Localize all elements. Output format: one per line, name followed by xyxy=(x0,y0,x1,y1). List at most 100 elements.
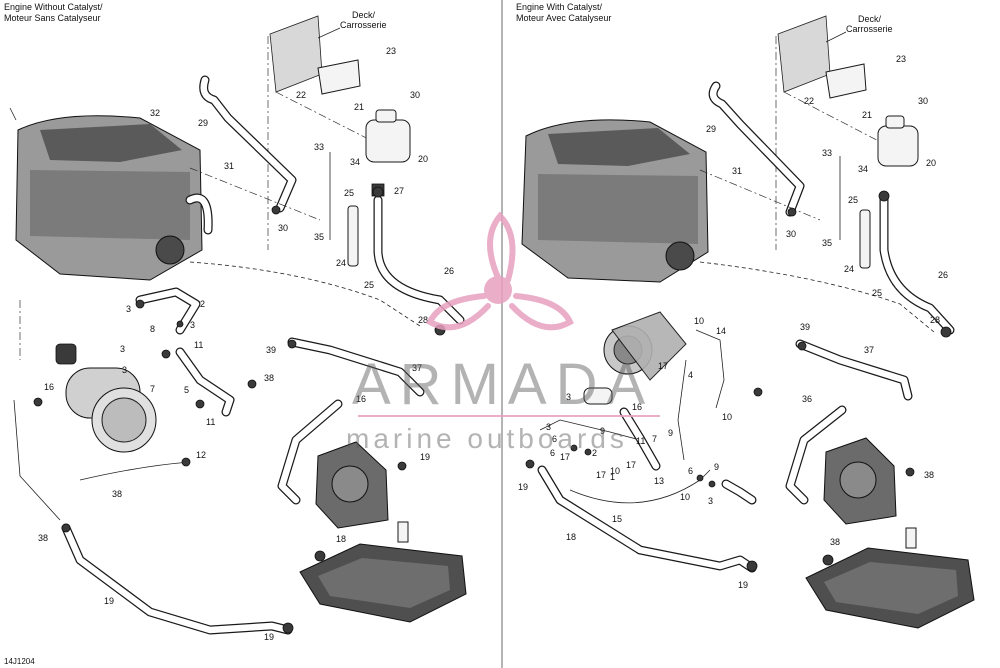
callout-right-21: 36 xyxy=(802,394,812,404)
callout-left-25: 3 xyxy=(122,365,127,375)
callout-left-30: 37 xyxy=(412,363,422,373)
callout-right-47: 18 xyxy=(566,532,576,542)
callout-left-5: 29 xyxy=(198,118,208,128)
callout-left-12: 30 xyxy=(278,223,288,233)
callout-right-37: 13 xyxy=(654,476,664,486)
callout-right-9: 25 xyxy=(848,195,858,205)
callout-right-28: 11 xyxy=(636,436,645,446)
callout-right-20: 39 xyxy=(800,322,810,332)
callout-left-22: 3 xyxy=(120,344,125,354)
right-panel-title-2: Moteur Avec Catalyseur xyxy=(516,13,611,23)
callout-right-31: 3 xyxy=(546,422,551,432)
figure-code: 14J1204 xyxy=(4,657,35,666)
propeller-logo xyxy=(426,211,574,331)
callout-left-17: 28 xyxy=(418,315,428,325)
callout-right-34: 17 xyxy=(596,470,606,480)
callout-left-2: 21 xyxy=(354,102,364,112)
callout-right-27: 9 xyxy=(600,426,605,436)
callout-right-17: 14 xyxy=(716,326,726,336)
callout-right-4: 29 xyxy=(706,124,716,134)
callout-right-40: 9 xyxy=(714,462,719,472)
left-panel-title-2: Moteur Sans Catalyseur xyxy=(4,13,101,23)
callout-right-38: 7 xyxy=(652,434,657,444)
callout-right-15: 28 xyxy=(930,315,940,325)
callout-left-6: 33 xyxy=(314,142,324,152)
callout-right-39: 17 xyxy=(626,460,636,470)
watermark-brand: ARMADA xyxy=(352,352,654,417)
callout-right-10: 30 xyxy=(786,229,796,239)
callout-left-13: 35 xyxy=(314,232,324,242)
right-panel-title-1: Engine With Catalyst/ xyxy=(516,2,603,12)
expansion-tank-left xyxy=(365,119,411,163)
callout-right-25: 6 xyxy=(552,434,557,444)
callout-right-23: 10 xyxy=(722,412,732,422)
callout-left-16: 26 xyxy=(444,266,454,276)
callout-left-19: 2 xyxy=(200,299,205,309)
armada-watermark: ARMADA marine outboards xyxy=(346,211,660,454)
deck-panel-right xyxy=(777,15,831,93)
callout-right-3: 30 xyxy=(918,96,928,106)
callout-right-30: 6 xyxy=(550,448,555,458)
callout-right-14: 26 xyxy=(938,270,948,280)
catalyst-right xyxy=(583,311,687,405)
callout-right-16: 10 xyxy=(694,316,704,326)
deck-panel-left xyxy=(269,15,323,93)
callout-right-35: 10 xyxy=(610,466,620,476)
callout-left-32: 16 xyxy=(356,394,366,404)
right-assembly: Deck/ Carrosserie xyxy=(521,14,975,629)
callout-left-15: 25 xyxy=(364,280,374,290)
callout-right-19: 4 xyxy=(688,370,693,380)
callout-left-0: 23 xyxy=(386,46,396,56)
callout-right-46: 15 xyxy=(612,514,622,524)
ride-plate-left xyxy=(299,543,467,623)
deck-label-right-2: Carrosserie xyxy=(846,24,893,34)
callout-left-8: 20 xyxy=(418,154,428,164)
engine-right xyxy=(521,119,709,283)
callout-right-8: 31 xyxy=(732,166,742,176)
callout-right-24: 3 xyxy=(566,392,571,402)
callout-left-4: 32 xyxy=(150,108,160,118)
callout-left-29: 11 xyxy=(206,417,215,427)
callout-right-11: 35 xyxy=(822,238,832,248)
callout-right-5: 33 xyxy=(822,148,832,158)
callout-right-7: 20 xyxy=(926,158,936,168)
callout-right-36: 1 xyxy=(610,472,615,482)
callout-left-11: 27 xyxy=(394,186,404,196)
jet-pump-left xyxy=(315,441,409,543)
callout-left-38: 19 xyxy=(104,596,114,606)
callout-right-13: 25 xyxy=(872,288,882,298)
callout-left-31: 38 xyxy=(264,373,274,383)
callout-right-32: 2 xyxy=(592,448,597,458)
callout-left-7: 34 xyxy=(350,157,360,167)
bracket-22 xyxy=(317,59,361,95)
callout-left-21: 3 xyxy=(190,320,195,330)
callout-left-9: 31 xyxy=(224,161,234,171)
callout-left-20: 8 xyxy=(150,324,155,334)
callout-right-49: 19 xyxy=(738,580,748,590)
callout-right-18: 17 xyxy=(658,361,668,371)
watermark-tagline: marine outboards xyxy=(346,423,628,454)
engine-left xyxy=(15,115,213,281)
callout-left-39: 19 xyxy=(264,632,274,642)
callout-right-1: 22 xyxy=(804,96,814,106)
callout-left-10: 25 xyxy=(344,188,354,198)
callout-left-28: 16 xyxy=(44,382,54,392)
callout-right-2: 21 xyxy=(862,110,872,120)
callout-right-41: 6 xyxy=(688,466,693,476)
deck-label-1: Deck/ xyxy=(352,10,376,20)
left-panel-title-1: Engine Without Catalyst/ xyxy=(4,2,103,12)
callout-right-42: 3 xyxy=(708,496,713,506)
jet-pump-right xyxy=(823,437,917,549)
callout-right-45: 10 xyxy=(680,492,690,502)
callout-left-35: 19 xyxy=(420,452,430,462)
callout-right-43: 38 xyxy=(924,470,934,480)
callout-right-0: 23 xyxy=(896,54,906,64)
deck-label-2: Carrosserie xyxy=(340,20,387,30)
callout-right-6: 34 xyxy=(858,164,868,174)
callout-right-44: 19 xyxy=(518,482,528,492)
callout-right-48: 38 xyxy=(830,537,840,547)
right-callouts: 23 22 21 30 29 33 34 20 31 25 30 35 24 2… xyxy=(518,54,948,590)
callout-left-37: 18 xyxy=(336,534,346,544)
